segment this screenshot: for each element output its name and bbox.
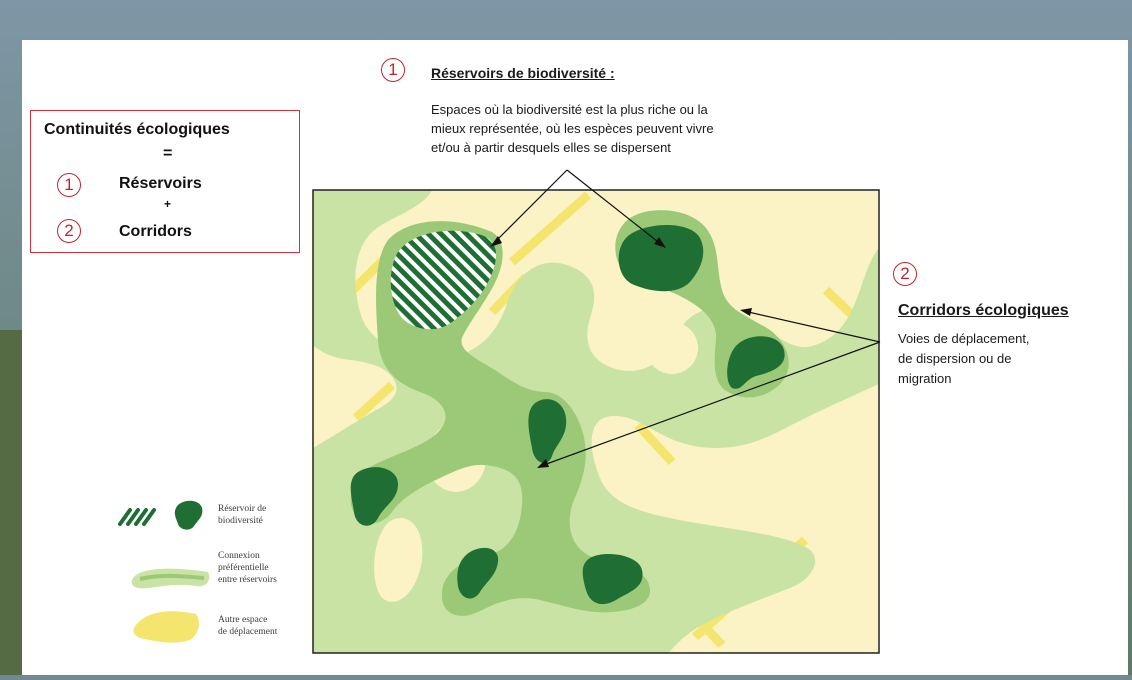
- reservoirs-number-badge: 1: [381, 58, 405, 82]
- reservoirs-description-line: Espaces où la biodiversité est la plus r…: [431, 102, 708, 117]
- legend-hatch-icon: [118, 508, 156, 526]
- summary-plus: +: [164, 197, 172, 211]
- legend-connection-label: Connexion préférentielle entre réservoir…: [218, 551, 277, 585]
- summary-item-reservoirs: Réservoirs: [119, 175, 202, 192]
- open-space: [646, 322, 698, 374]
- legend-other-space-icon: [133, 611, 199, 643]
- legend-reservoir-icon: [174, 500, 203, 530]
- open-space: [374, 518, 423, 602]
- reservoirs-description-line: mieux représentée, où les espèces peuven…: [431, 121, 714, 136]
- reservoirs-description-line: et/ou à partir desquels elles se dispers…: [431, 140, 671, 155]
- reservoir-patch: [350, 467, 398, 526]
- reservoir-patch: [582, 554, 643, 605]
- annotation-arrows: [493, 169, 881, 467]
- summary-box: Continuités écologiques = 1 Réservoirs +…: [30, 110, 300, 253]
- reservoirs-heading: Réservoirs de biodiversité :: [431, 65, 615, 81]
- legend-connection-core: [139, 573, 205, 581]
- corridors-heading: Corridors écologiques: [898, 302, 1069, 319]
- map-frame: [312, 189, 880, 654]
- reservoir-patch: [528, 399, 567, 463]
- legend-connection-icon: [131, 568, 210, 589]
- number-1-badge: 1: [57, 173, 81, 197]
- summary-title: Continuités écologiques: [44, 121, 230, 138]
- corridors-description-line: Voies de déplacement,: [898, 331, 1030, 346]
- reservoir-patch: [727, 336, 785, 389]
- legend-other-space-label: Autre espace de déplacement: [218, 615, 278, 637]
- corridors-description-line: migration: [898, 371, 952, 386]
- reservoir-patch: [618, 225, 704, 292]
- arrow-heads: [490, 236, 752, 468]
- legend-reservoir-label: Réservoir de biodiversité: [218, 504, 267, 526]
- reservoir-patch: [457, 547, 499, 599]
- corridors-description-line: de dispersion ou de: [898, 351, 1012, 366]
- summary-item-corridors: Corridors: [119, 223, 192, 240]
- legend-symbols: [118, 500, 210, 643]
- biodiversity-reservoirs: [350, 225, 785, 605]
- light-green-zone: [313, 190, 879, 653]
- open-space: [739, 228, 824, 297]
- corridors-number-badge: 2: [893, 262, 917, 286]
- number-2-badge: 2: [57, 219, 81, 243]
- summary-equals: =: [163, 145, 173, 162]
- reservoir-hatched: [390, 230, 497, 330]
